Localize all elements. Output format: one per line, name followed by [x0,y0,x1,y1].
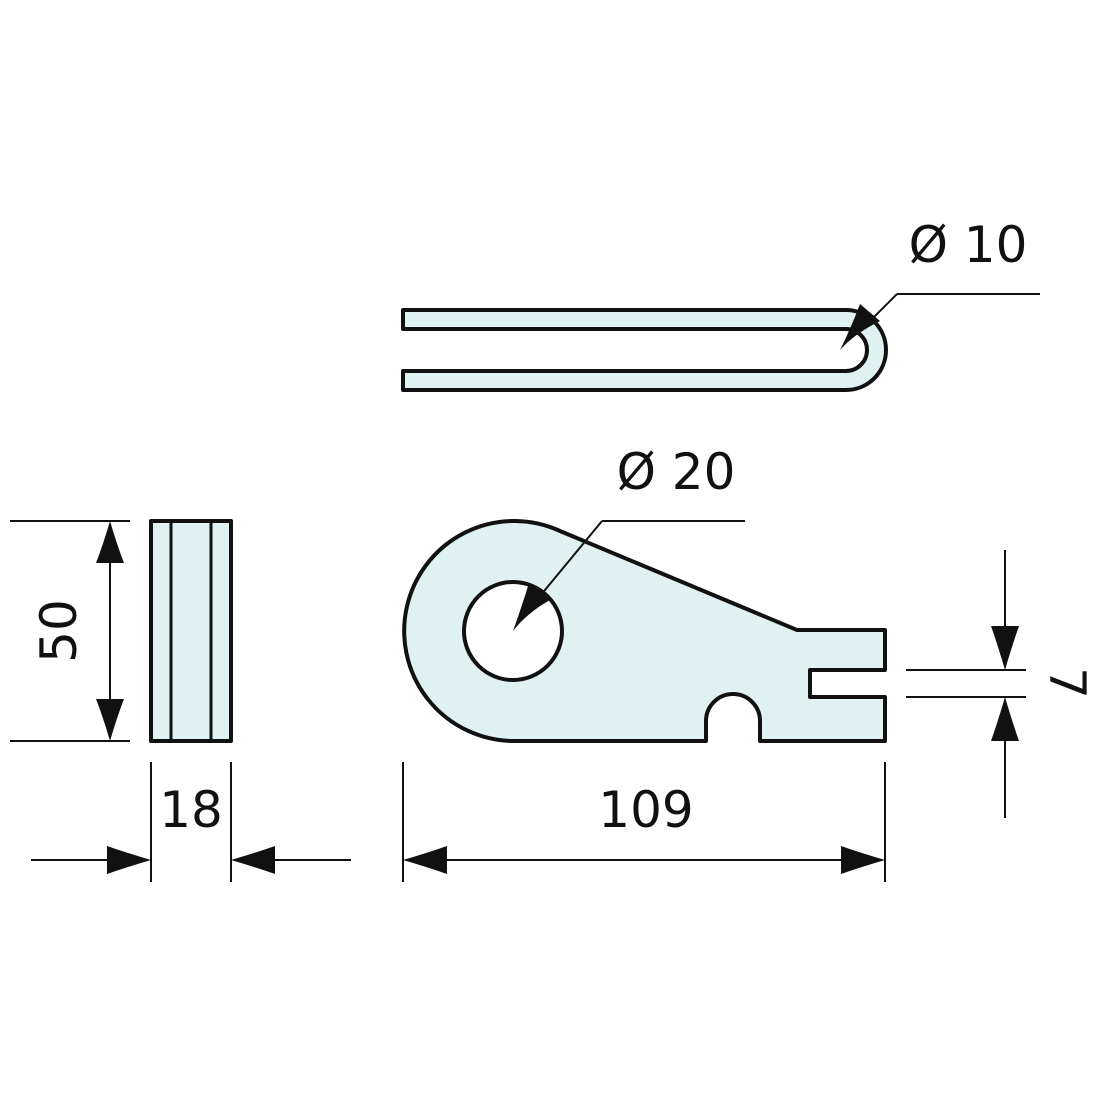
thickness-arrow-right [231,846,275,874]
length-arrow-right [841,846,885,874]
dimension-length: 109 [402,762,886,882]
top-view-bent-strip [401,308,888,392]
hole-leader-diagonal [539,520,603,597]
hole-leader-arrow [513,583,550,631]
thickness-arrow-left [107,846,151,874]
bent-strip-outline [401,308,888,392]
hole-label: Ø 20 [617,443,736,501]
dimension-thickness: 18 [31,762,351,882]
height-label: 50 [30,599,88,663]
slot-arrow-top [991,626,1019,670]
slot-label: 7 [1038,667,1096,699]
dimension-height: 50 [10,520,130,742]
dimension-bend: Ø 10 [840,216,1040,350]
side-block-outline [149,519,233,743]
dimension-slot: 7 [906,550,1096,818]
dimension-hole: Ø 20 [513,443,745,631]
plate-outline [402,519,887,743]
front-view-plate [402,519,887,743]
thickness-label: 18 [159,781,223,839]
bend-label: Ø 10 [909,216,1028,274]
length-arrow-left [403,846,447,874]
side-view-block [149,519,233,743]
length-label: 109 [598,781,693,839]
bend-leader-arrow [840,304,880,350]
height-arrow-top [96,521,124,563]
slot-arrow-bottom [991,697,1019,741]
height-arrow-bottom [96,699,124,741]
